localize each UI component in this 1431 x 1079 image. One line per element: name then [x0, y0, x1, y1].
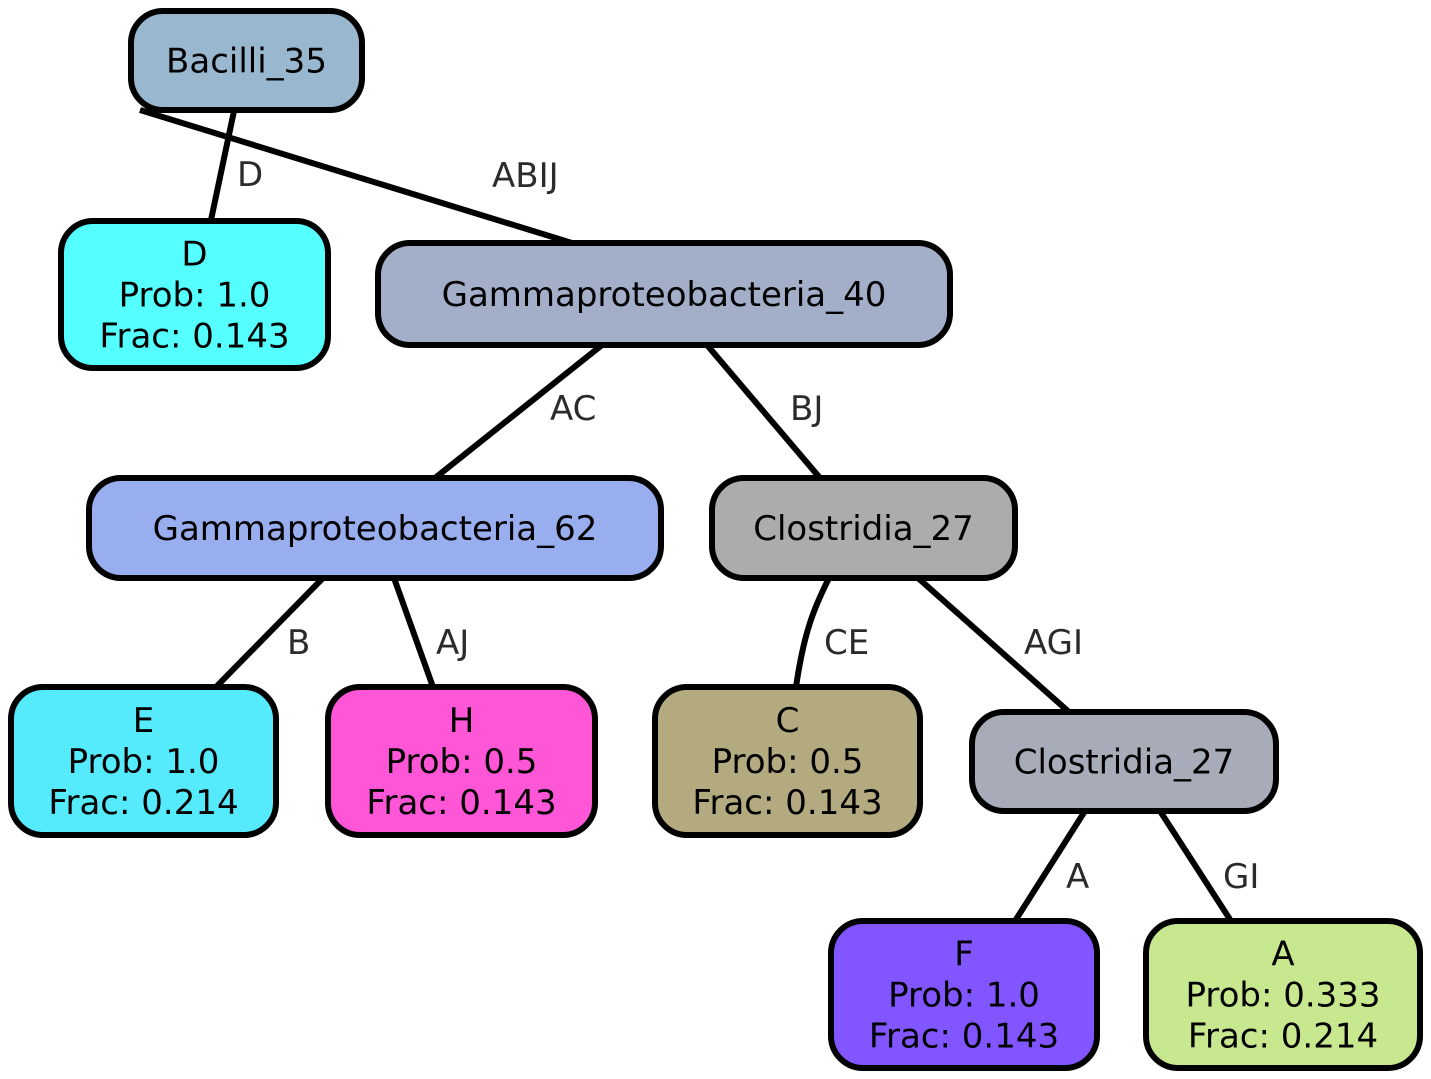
node-stat-line: Prob: 0.5 — [712, 742, 864, 782]
node-box — [1143, 918, 1423, 1071]
edge-label-b: B — [287, 623, 310, 663]
node-title: Clostridia_27 — [753, 509, 974, 549]
node-box — [969, 709, 1279, 814]
node-stat-line: Frac: 0.143 — [99, 317, 289, 357]
node-box — [325, 684, 598, 838]
node-title: Gammaproteobacteria_62 — [153, 509, 598, 549]
edge-gamma-62-to-leaf-e — [213, 575, 326, 690]
node-title: A — [1271, 935, 1294, 975]
node-stat-line: Prob: 0.333 — [1185, 976, 1380, 1016]
node-stat-line: Prob: 1.0 — [119, 276, 271, 316]
node-stat-line: Prob: 1.0 — [68, 742, 220, 782]
node-stat-line: Prob: 1.0 — [888, 976, 1040, 1016]
edge-clostridia-27-b-to-leaf-f — [1012, 809, 1088, 923]
edge-gamma-62-to-leaf-h — [391, 576, 436, 689]
node-box — [58, 218, 331, 371]
node-box — [709, 475, 1018, 581]
edge-label-agi: AGI — [1024, 623, 1083, 663]
node-clostridia-27-b: Clostridia_27 — [969, 709, 1279, 814]
node-stat-line: Frac: 0.143 — [692, 783, 882, 823]
node-title: D — [181, 235, 207, 275]
node-title: E — [133, 701, 154, 741]
node-stat-line: Frac: 0.214 — [1188, 1017, 1378, 1057]
edge-bacilli-35-to-leaf-d — [208, 110, 237, 221]
node-title: C — [776, 701, 800, 741]
node-bacilli-35: Bacilli_35 — [128, 8, 365, 113]
node-box — [828, 918, 1100, 1071]
node-stat-line: Prob: 0.5 — [386, 742, 538, 782]
edge-label-abij: ABIJ — [492, 156, 559, 196]
node-stat-line: Frac: 0.214 — [48, 783, 238, 823]
edge-label-a: A — [1066, 857, 1089, 897]
edge-label-ac: AC — [550, 389, 596, 429]
node-box — [86, 475, 664, 581]
node-title: Gammaproteobacteria_40 — [442, 275, 887, 315]
node-stat-line: Frac: 0.143 — [366, 783, 556, 823]
edge-label-aj: AJ — [436, 623, 469, 663]
node-gamma-40: Gammaproteobacteria_40 — [375, 240, 953, 348]
node-box — [375, 240, 953, 348]
edge-bacilli-35-to-gamma-40 — [139, 107, 573, 246]
node-title: H — [449, 701, 475, 741]
node-gamma-62: Gammaproteobacteria_62 — [86, 475, 664, 581]
node-title: Bacilli_35 — [166, 42, 327, 82]
edge-clostridia-27-a-to-clostridia-27-b — [916, 575, 1071, 715]
edge-clostridia-27-b-to-leaf-a — [1157, 809, 1234, 923]
node-title: Clostridia_27 — [1014, 743, 1235, 783]
edge-label-bj: BJ — [790, 389, 823, 429]
node-stat-line: Frac: 0.143 — [869, 1017, 1059, 1057]
node-box — [652, 684, 923, 838]
edge-gamma-40-to-gamma-62 — [433, 342, 604, 481]
node-clostridia-27-a: Clostridia_27 — [709, 475, 1018, 581]
node-box — [8, 684, 279, 838]
node-title: F — [954, 935, 974, 975]
edge-clostridia-27-a-to-leaf-c — [793, 576, 832, 688]
edge-gamma-40-to-clostridia-27-a — [704, 343, 823, 480]
node-box — [128, 8, 365, 113]
edge-label-d: D — [237, 155, 263, 195]
edge-label-gi: GI — [1223, 857, 1259, 897]
edge-label-ce: CE — [824, 623, 869, 663]
